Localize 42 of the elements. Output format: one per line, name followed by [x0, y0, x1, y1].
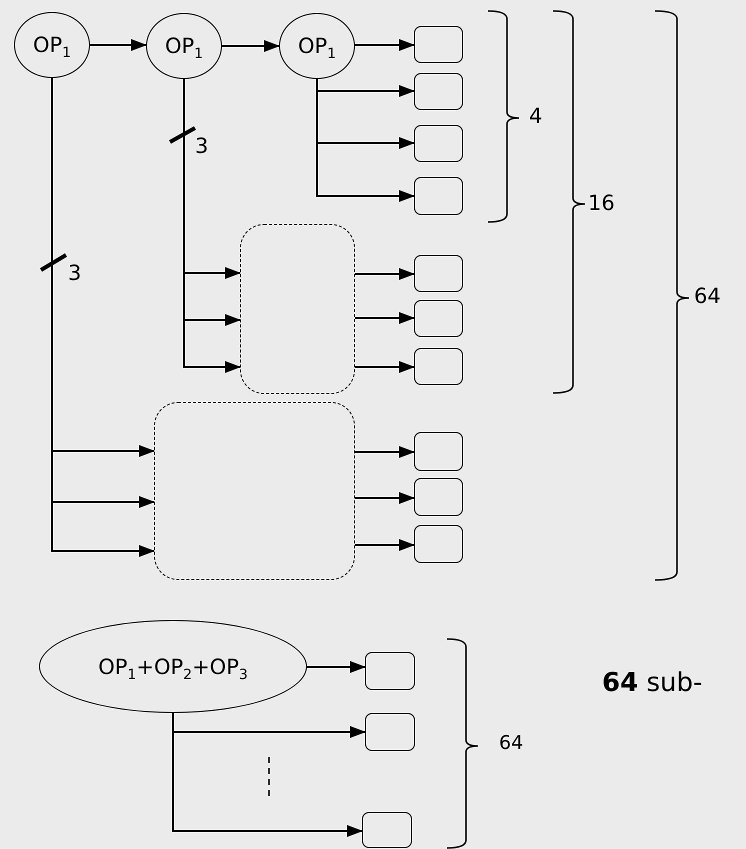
output-box	[414, 73, 463, 110]
arrow	[307, 661, 366, 673]
arrow	[90, 39, 147, 51]
arrow	[355, 39, 415, 51]
operator-label: OP$_{1}$	[164, 34, 204, 58]
group-box	[240, 224, 355, 394]
output-box	[414, 432, 463, 471]
operator-ellipse	[39, 620, 307, 713]
output-box	[414, 478, 463, 516]
brace-label: 64	[499, 732, 524, 754]
arrow	[355, 361, 415, 373]
bus-width-label: 3	[195, 134, 208, 158]
caption-text: 64 sub-	[602, 668, 702, 698]
operator-label: OP$_{1}$	[32, 33, 72, 57]
output-box	[414, 26, 463, 63]
operator-circle	[279, 13, 355, 79]
arrow	[355, 312, 415, 324]
arrow	[172, 713, 363, 837]
group-box	[154, 402, 355, 580]
arrow	[355, 446, 415, 458]
output-box	[414, 255, 463, 292]
bus-width-label: 3	[68, 261, 82, 285]
operator-label: OP$_{1}$	[298, 34, 336, 58]
arrow	[222, 40, 280, 52]
output-box	[414, 125, 463, 162]
brace-label: 16	[588, 191, 615, 215]
operator-circle	[14, 12, 90, 78]
arrow	[316, 79, 415, 202]
operator-label: OP$_{1}$+OP$_{2}$+OP$_{3}$	[98, 654, 248, 678]
output-box	[414, 177, 463, 215]
brace-label: 4	[529, 104, 542, 128]
arrow	[355, 268, 415, 280]
operator-circle	[146, 13, 222, 79]
output-box	[414, 348, 463, 385]
output-box	[414, 300, 463, 337]
output-box	[414, 525, 463, 563]
arrow	[355, 539, 415, 551]
brace-label: 64	[694, 284, 721, 308]
output-box	[365, 652, 415, 690]
output-box	[365, 713, 415, 751]
arrow	[355, 492, 415, 504]
output-box	[362, 812, 412, 848]
